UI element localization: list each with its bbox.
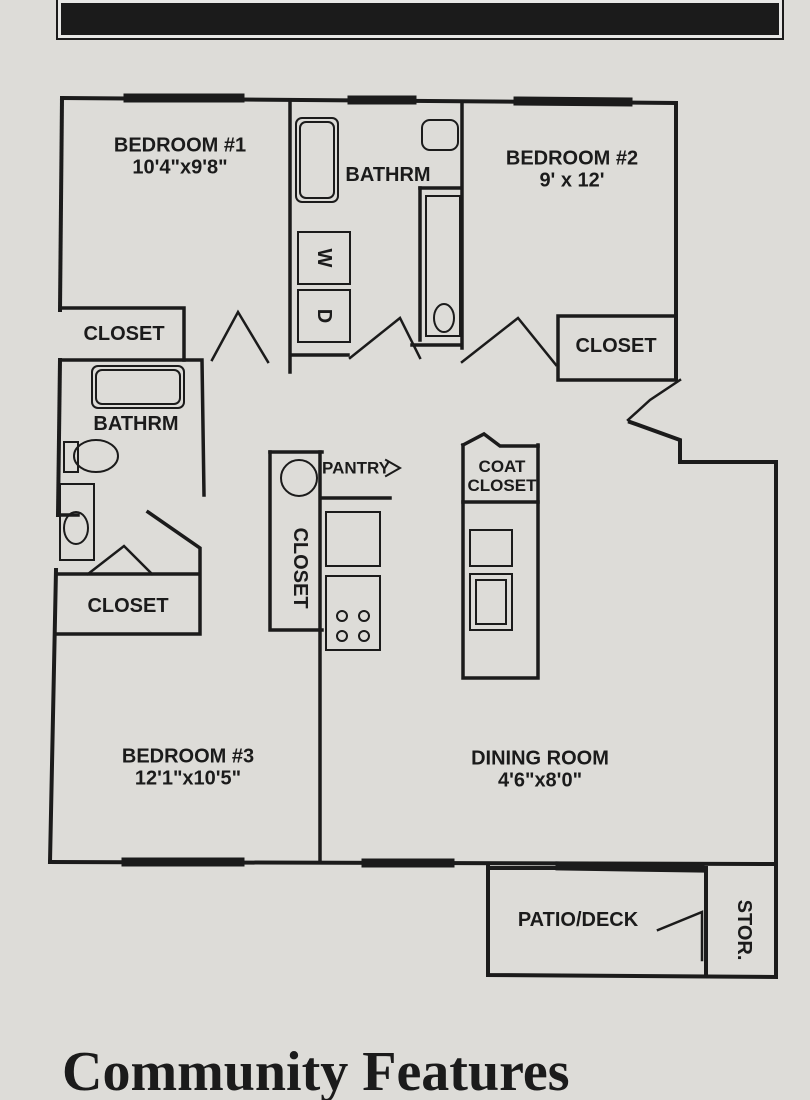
bath-top-label: BATHRM <box>345 163 431 186</box>
closet-hall-label: CLOSET <box>289 527 312 609</box>
closet-bedroom3-label: CLOSET <box>87 594 169 617</box>
community-features-heading: Community Features <box>62 1041 570 1100</box>
bedroom1-size: 10'4"x9'8" <box>132 157 228 179</box>
bedroom2-label: BEDROOM #2 9' x 12' <box>506 148 638 193</box>
bedroom1-label: BEDROOM #1 10'4"x9'8" <box>114 135 246 180</box>
exterior-walls <box>47 95 779 980</box>
coat-closet-line1: COAT <box>478 456 526 476</box>
dryer-label: D <box>313 308 336 324</box>
storage-label: STOR. <box>733 899 756 961</box>
bedroom3-size: 12'1"x10'5" <box>134 768 242 790</box>
closet-bedroom2-label: CLOSET <box>575 334 657 357</box>
windows <box>121 93 705 873</box>
dining-room-size: 4'6"x8'0" <box>497 770 583 792</box>
washer-label: W <box>313 248 336 268</box>
dining-room-name: DINING ROOM <box>471 747 609 770</box>
dining-room-label: DINING ROOM 4'6"x8'0" <box>471 748 609 793</box>
bedroom3-label: BEDROOM #3 12'1"x10'5" <box>122 746 254 791</box>
coat-closet-line2: CLOSET <box>467 476 537 495</box>
bedroom2-size: 9' x 12' <box>539 170 605 192</box>
bath-left-label: BATHRM <box>93 412 179 435</box>
closet-bedroom1-label: CLOSET <box>83 322 165 345</box>
door-swings <box>86 309 704 962</box>
fixtures <box>59 117 513 651</box>
bedroom3-name: BEDROOM #3 <box>121 745 255 768</box>
bedroom1-name: BEDROOM #1 <box>113 134 247 157</box>
coat-closet-label: COAT CLOSET <box>468 457 537 495</box>
bedroom2-name: BEDROOM #2 <box>505 147 639 170</box>
interior-walls <box>54 98 678 862</box>
patio-deck-label: PATIO/DECK <box>517 908 639 931</box>
pantry-label: PANTRY <box>322 458 390 478</box>
header-banner <box>58 0 782 38</box>
